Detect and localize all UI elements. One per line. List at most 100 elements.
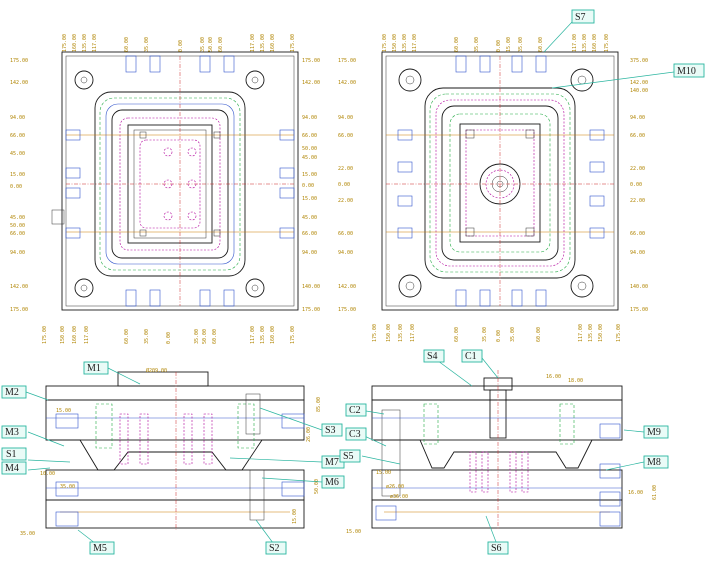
tl-bot-dim-12: 160.00 [270, 326, 276, 344]
tr-bot-dim-1: 150.00 [386, 324, 392, 342]
callout-M9-label: M9 [647, 427, 661, 438]
tl-left-dim-6: 0.00 [10, 184, 22, 190]
tl-left-dim-12: 175.00 [10, 307, 28, 313]
sr-dim-7: ø36.00 [390, 494, 408, 500]
tr-left-dim-6: 22.00 [338, 198, 353, 204]
tr-left-dim-5: 0.00 [338, 182, 350, 188]
tr-top-dim-3: 117.00 [412, 34, 418, 52]
tl-top-dim-6: 0.00 [178, 40, 184, 52]
tr-bot-dim-6: 0.00 [496, 330, 502, 342]
callout-S2: S2 [265, 541, 287, 555]
callout-M6-label: M6 [325, 477, 339, 488]
sl-dim-0: 15.00 [56, 408, 71, 414]
sl-dim-7: 10.00 [40, 471, 55, 477]
tl-left-dim-7: 45.00 [10, 215, 25, 221]
callout-S5-label: S5 [343, 451, 354, 462]
tl-top-dim-7: 35.00 [200, 37, 206, 52]
tl-bot-dim-10: 117.00 [250, 326, 256, 344]
tr-top-dim-5: 35.00 [474, 37, 480, 52]
tl-bot-dim-2: 160.00 [72, 326, 78, 344]
sl-dim-2: 26.00 [306, 427, 312, 442]
tl-left-dim-1: 142.00 [10, 80, 28, 86]
callout-M10: M10 [673, 63, 705, 78]
tl-right-dim-0: 175.00 [302, 58, 320, 64]
callout-M6: M6 [321, 475, 345, 489]
tl-right-dim-6: 15.00 [302, 172, 317, 178]
tr-right-dim-5: 22.00 [630, 166, 645, 172]
top-right-right-dims: 375.00 142.00 140.00 94.00 66.00 22.00 0… [630, 58, 648, 313]
tl-top-dim-1: 160.00 [72, 34, 78, 52]
callout-S3: S3 [321, 423, 343, 437]
tl-top-dim-12: 160.00 [270, 34, 276, 52]
sr-dim-2: ø26.00 [386, 484, 404, 490]
tr-left-dim-7: 66.00 [338, 231, 353, 237]
callout-S6: S6 [487, 541, 509, 555]
callout-S7: S7 [571, 9, 595, 24]
callout-M1-label: M1 [87, 363, 101, 374]
tr-right-dim-10: 140.00 [630, 284, 648, 290]
tl-top-dim-4: 60.00 [124, 37, 130, 52]
tr-top-dim-6: 0.00 [496, 40, 502, 52]
callout-C1-label: C1 [465, 351, 477, 362]
tl-top-dim-3: 117.00 [92, 34, 98, 52]
tr-top-dim-11: 135.00 [582, 34, 588, 52]
sl-dim-3: 50.00 [314, 479, 320, 494]
top-right-plan-view [381, 51, 619, 311]
callout-S1-label: S1 [6, 449, 17, 460]
tr-right-dim-11: 175.00 [630, 307, 648, 313]
tl-right-dim-7: 0.00 [302, 183, 314, 189]
callout-S4-label: S4 [427, 351, 438, 362]
tl-bot-dim-9: 60.00 [212, 329, 218, 344]
sr-dim-1: 18.00 [568, 378, 583, 384]
tr-bot-dim-9: 117.00 [578, 324, 584, 342]
tr-right-dim-9: 94.00 [630, 250, 645, 256]
tl-bot-dim-7: 35.00 [194, 329, 200, 344]
tr-right-dim-0: 375.00 [630, 58, 648, 64]
callout-S7-label: S7 [575, 12, 586, 23]
callout-M4-label: M4 [5, 463, 19, 474]
callout-C2-label: C2 [349, 405, 361, 416]
callout-S3-label: S3 [325, 425, 336, 436]
tl-left-dim-9: 66.00 [10, 231, 25, 237]
callout-M3-label: M3 [5, 427, 19, 438]
tr-top-dim-9: 60.00 [538, 37, 544, 52]
sl-top-dim: Ø209.00 [146, 367, 167, 374]
tr-right-dim-2: 140.00 [630, 88, 648, 94]
tl-right-dim-3: 66.00 [302, 133, 317, 139]
callout-M8: M8 [643, 455, 669, 469]
tl-right-dim-4: 50.00 [302, 146, 317, 152]
tr-right-dim-8: 66.00 [630, 231, 645, 237]
tr-left-dim-3: 66.00 [338, 133, 353, 139]
tr-bot-dim-2: 135.00 [398, 324, 404, 342]
callout-M9: M9 [643, 425, 669, 439]
callout-M7: M7 [321, 455, 345, 469]
tr-top-dim-7: 15.00 [506, 37, 512, 52]
tl-top-dim-5: 35.00 [144, 37, 150, 52]
tr-left-dim-10: 175.00 [338, 307, 356, 313]
tl-left-dim-2: 94.00 [10, 115, 25, 121]
tr-top-dim-1: 150.00 [392, 34, 398, 52]
tr-top-dim-4: 60.00 [454, 37, 460, 52]
tl-bot-dim-1: 150.00 [60, 326, 66, 344]
sr-dim-4: 16.00 [628, 490, 643, 496]
tr-top-dim-2: 135.00 [402, 34, 408, 52]
callout-leaders [25, 21, 675, 548]
tl-right-dim-1: 142.00 [302, 80, 320, 86]
callout-S5: S5 [339, 449, 361, 463]
callout-C3-label: C3 [349, 429, 361, 440]
tr-left-dim-8: 94.00 [338, 250, 353, 256]
tr-right-dim-7: 22.00 [630, 198, 645, 204]
tl-left-dim-11: 142.00 [10, 284, 28, 290]
callout-M8-label: M8 [647, 457, 661, 468]
sr-dim-3: 15.00 [376, 470, 391, 476]
tl-right-dim-10: 66.00 [302, 231, 317, 237]
sl-dim-4: 35.00 [60, 484, 75, 490]
tl-right-dim-11: 94.00 [302, 250, 317, 256]
tr-bot-dim-7: 35.00 [510, 327, 516, 342]
tl-top-dim-10: 117.00 [250, 34, 256, 52]
tr-bot-dim-10: 135.00 [588, 324, 594, 342]
callout-C1: C1 [461, 349, 483, 363]
tr-bot-dim-4: 60.00 [454, 327, 460, 342]
sr-dim-0: 16.00 [546, 374, 561, 380]
sr-dim-6: 15.00 [346, 529, 361, 535]
